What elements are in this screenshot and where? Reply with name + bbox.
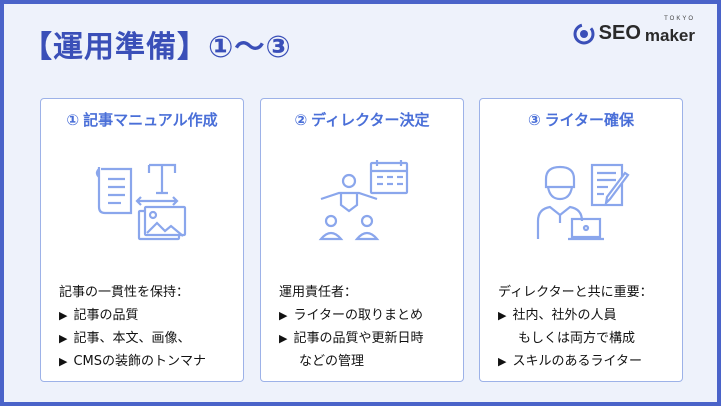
card-title: 記事マニュアル作成 bbox=[83, 111, 218, 129]
card-bullet-item: スキルのあるライター bbox=[498, 350, 676, 373]
card-bullet-item: 記事、本文、画像、 bbox=[59, 327, 237, 350]
card-number: ② bbox=[294, 111, 308, 129]
page-title: 【運用準備】①〜③ bbox=[22, 30, 292, 65]
card-number: ① bbox=[66, 111, 80, 129]
card-body: ディレクターと共に重要： 社内、社外の人員 もしくは両方で構成 スキルのあるライ… bbox=[498, 281, 676, 373]
logo-text-sub: maker bbox=[644, 25, 695, 45]
card-title: ライター確保 bbox=[544, 111, 635, 129]
card-line-intro: 記事の一貫性を保持： bbox=[59, 285, 190, 300]
card-line-intro: ディレクターと共に重要： bbox=[498, 285, 653, 300]
seo-maker-logo: SEO maker TOKYO bbox=[573, 16, 695, 45]
card-bullet-item: 社内、社外の人員 bbox=[498, 304, 676, 327]
card-body: 運用責任者： ライターの取りまとめ 記事の品質や更新日時 などの管理 bbox=[279, 281, 457, 373]
writer-laptop-icon bbox=[536, 163, 630, 241]
card-bullet-item: ライターの取りまとめ bbox=[279, 304, 457, 327]
card-bullet-item: CMSの装飾のトンマナ bbox=[59, 350, 237, 373]
card-bullet-item: 記事の品質や更新日時 bbox=[279, 327, 457, 350]
logo-text-tokyo: TOKYO bbox=[664, 16, 695, 22]
director-calendar-icon bbox=[318, 160, 409, 241]
card-line-intro: 運用責任者： bbox=[279, 285, 358, 300]
document-manual-icon bbox=[95, 163, 187, 241]
card-title: ディレクター決定 bbox=[311, 111, 430, 129]
card-body: 記事の一貫性を保持： 記事の品質 記事、本文、画像、 CMSの装飾のトンマナ bbox=[59, 281, 237, 373]
logo-text-main: SEO bbox=[598, 22, 641, 44]
card-line-continued: などの管理 bbox=[299, 354, 365, 369]
card-bullet-item: 記事の品質 bbox=[59, 304, 237, 327]
logo-mark-icon bbox=[573, 23, 595, 44]
card-line-continued: もしくは両方で構成 bbox=[518, 331, 636, 346]
card-number: ③ bbox=[527, 111, 541, 129]
